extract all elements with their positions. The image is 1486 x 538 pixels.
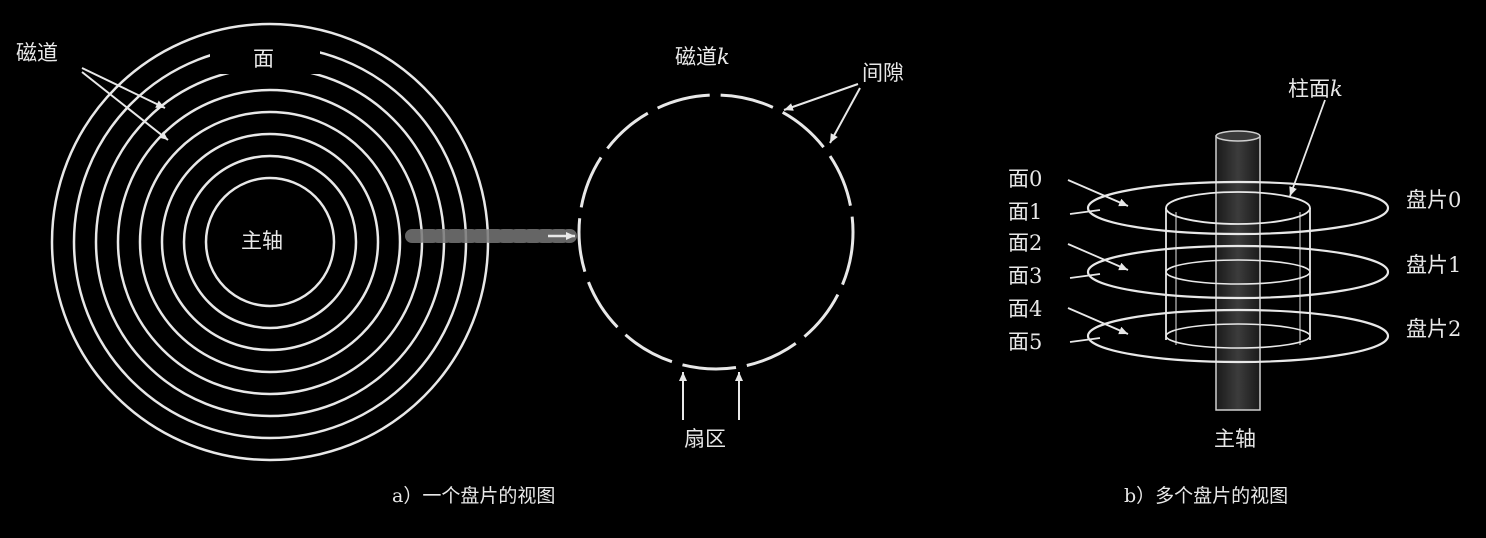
spindle-ring (204, 176, 336, 308)
surface-label-bg (210, 40, 320, 74)
platter-0 (1086, 180, 1390, 236)
surface-0-label: 面0 (1008, 167, 1042, 191)
surface-leader (1069, 337, 1101, 343)
platter-1-label: 盘片1 (1406, 253, 1461, 277)
platter-1 (1086, 244, 1390, 300)
platter-2-label: 盘片2 (1406, 317, 1461, 341)
gap-arrow (783, 83, 859, 111)
surface-1-label: 面1 (1008, 200, 1042, 224)
platter-0-label: 盘片0 (1406, 188, 1461, 212)
cylinder-arrow (1289, 99, 1326, 197)
gap-label: 间隙 (862, 61, 904, 85)
surface-arrow (1067, 179, 1129, 207)
surface-4-label: 面4 (1008, 297, 1042, 321)
cylinder-ring (1165, 259, 1311, 285)
spindle-label: 主轴 (241, 229, 283, 253)
track-arrow (81, 71, 169, 141)
cylinder-k-label: 柱面k (1288, 77, 1343, 101)
track-ring (160, 132, 380, 352)
spindle-top (1215, 130, 1261, 142)
track-k-sectors (577, 93, 855, 371)
spindle-label-b: 主轴 (1214, 427, 1256, 451)
surface-2-label: 面2 (1008, 231, 1042, 255)
spindle (1215, 135, 1261, 411)
cylinder-ring (1165, 323, 1311, 349)
caption-a: a）一个盘片的视图 (392, 485, 555, 507)
surface-leader (1069, 273, 1101, 279)
track-ring (182, 154, 358, 330)
track-label: 磁道 (16, 41, 58, 65)
platter-2 (1086, 308, 1390, 364)
surface-arrow (1067, 243, 1129, 271)
multi-platter-view (1067, 99, 1390, 411)
surface-label: 面 (253, 47, 274, 71)
surface-3-label: 面3 (1008, 264, 1042, 288)
caption-b: b）多个盘片的视图 (1124, 485, 1288, 507)
surface-leader (1069, 209, 1101, 215)
surface-arrow (1067, 307, 1129, 335)
track-k-label: 磁道k (675, 45, 730, 69)
surface-5-label: 面5 (1008, 330, 1042, 354)
sector-label: 扇区 (684, 427, 726, 451)
track-arrow (81, 67, 166, 109)
track-ring (138, 110, 402, 374)
gap-arrow (829, 87, 861, 144)
